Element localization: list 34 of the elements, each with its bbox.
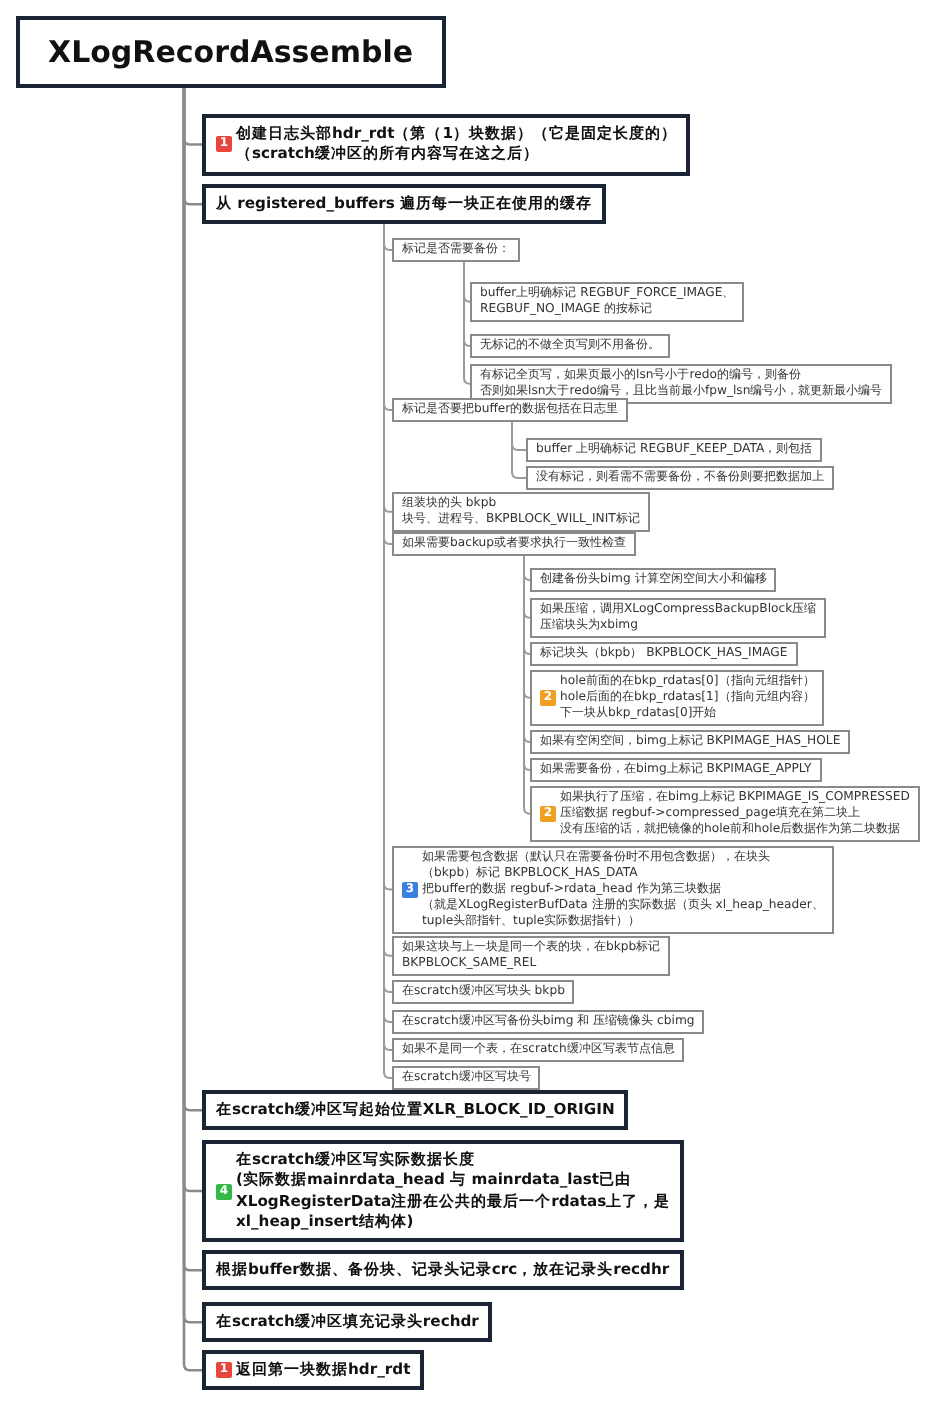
step-box <box>202 1302 493 1343</box>
subtopic-box <box>392 936 671 976</box>
topic-text: XLogRecordAssemble <box>48 34 414 70</box>
step-box <box>202 1250 684 1291</box>
connector-line <box>463 260 471 385</box>
subtopic-box <box>530 758 822 782</box>
subtopic-box <box>530 642 798 666</box>
subtopic-box <box>392 238 520 262</box>
subtopic-box <box>392 846 834 934</box>
connector-line <box>523 554 531 815</box>
subtopic-box <box>470 364 893 404</box>
subtopic-box <box>392 398 629 422</box>
subtopic-box <box>530 598 827 638</box>
subtopic-box <box>392 980 575 1004</box>
step-box <box>202 1090 629 1131</box>
step-box <box>202 184 607 225</box>
subtopic-box <box>530 786 920 842</box>
subtopic-box <box>530 730 851 754</box>
subtopic-box <box>392 492 650 532</box>
subtopic-box <box>470 334 670 358</box>
subtopic-box <box>392 1066 541 1090</box>
subtopic-box <box>526 466 834 490</box>
step-box <box>202 1140 685 1242</box>
subtopic-box <box>526 438 823 462</box>
step-box <box>202 1350 425 1391</box>
subtopic-box <box>392 1010 705 1034</box>
subtopic-box <box>392 1038 685 1062</box>
connector-line <box>511 420 527 479</box>
subtopic-box <box>392 532 637 556</box>
subtopic-box <box>470 282 745 322</box>
step-box <box>202 114 691 175</box>
subtopic-box <box>530 670 825 726</box>
subtopic-box <box>530 568 777 592</box>
root-topic-box <box>16 16 446 88</box>
